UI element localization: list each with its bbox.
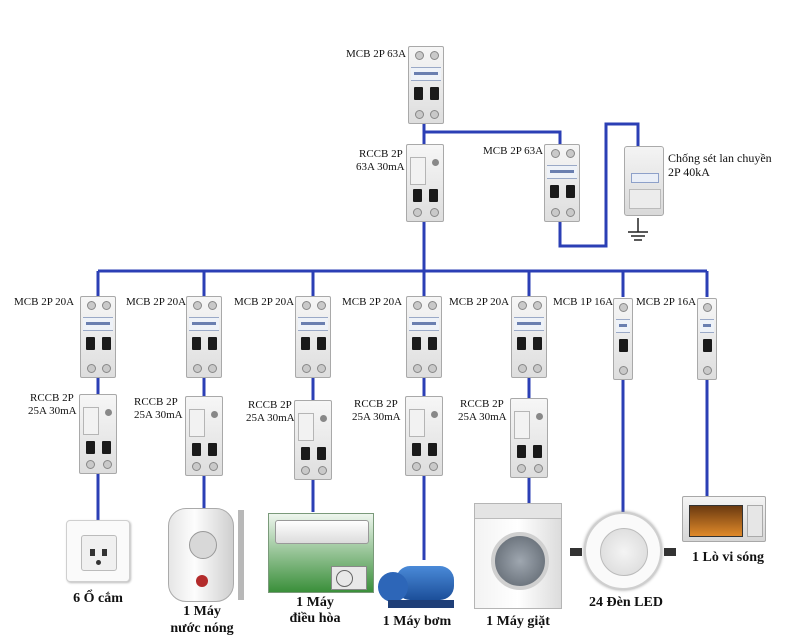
branch-2-rccb[interactable] xyxy=(185,396,223,476)
branch-5-rccb-label-1: RCCB 2P xyxy=(460,398,504,410)
led-light xyxy=(584,512,662,590)
branch-2-mcb-label: MCB 2P 20A xyxy=(126,296,187,308)
branch-4-rccb-label-1: RCCB 2P xyxy=(354,398,398,410)
branch-3-device-label-2: điều hòa xyxy=(289,611,341,626)
surge-protector[interactable] xyxy=(624,146,664,216)
branch-7-mcb[interactable] xyxy=(697,298,717,380)
branch-5-rccb[interactable] xyxy=(510,398,548,478)
wire-main-to-spd-mcb xyxy=(424,130,562,146)
main-rccb-breaker[interactable] xyxy=(406,144,444,222)
branch-4-mcb[interactable] xyxy=(406,296,442,378)
shower-pipe xyxy=(238,510,244,600)
branch-4-device-label: 1 Máy bơm xyxy=(382,614,452,629)
branch-3-device-label-1: 1 Máy xyxy=(296,595,334,610)
branch-1-rccb-label-2: 25A 30mA xyxy=(28,405,77,417)
branch-7-device-label: 1 Lò vi sóng xyxy=(692,550,764,565)
water-heater xyxy=(168,508,234,602)
main-rccb-label-2: 63A 30mA xyxy=(356,161,405,173)
branch-3-rccb-label-1: RCCB 2P xyxy=(248,399,292,411)
branch-1-mcb[interactable] xyxy=(80,296,116,378)
ac-outdoor-unit xyxy=(331,566,367,590)
spd-mcb-breaker[interactable] xyxy=(544,144,580,222)
microwave-panel xyxy=(747,505,763,537)
water-pump xyxy=(378,560,464,610)
spd-mcb-label: MCB 2P 63A xyxy=(483,145,544,157)
branch-6-mcb-label: MCB 1P 16A xyxy=(553,296,614,308)
air-conditioner xyxy=(268,513,374,593)
branch-4-mcb-label: MCB 2P 20A xyxy=(342,296,403,308)
branch-1-mcb-label: MCB 2P 20A xyxy=(14,296,75,308)
branch-5-mcb-label: MCB 2P 20A xyxy=(449,296,510,308)
branch-2-device-label-1: 1 Máy xyxy=(183,604,221,619)
main-mcb-breaker[interactable] xyxy=(408,46,444,124)
wire-spd xyxy=(558,122,640,248)
branch-1-rccb-label-1: RCCB 2P xyxy=(30,392,74,404)
branch-5-mcb[interactable] xyxy=(511,296,547,378)
branch-4-rccb-label-2: 25A 30mA xyxy=(352,411,401,423)
branch-6-mcb[interactable] xyxy=(613,298,633,380)
branch-2-device-label-2: nước nóng xyxy=(170,621,234,636)
branch-6-device-label: 24 Đèn LED xyxy=(589,595,663,610)
led-icon xyxy=(600,528,648,576)
branch-2-mcb[interactable] xyxy=(186,296,222,378)
surge-protector-window xyxy=(631,173,659,183)
spd-label-1: Chống sét lan chuyền xyxy=(668,151,772,165)
microwave xyxy=(682,496,766,542)
branch-2-rccb-label-2: 25A 30mA xyxy=(134,409,183,421)
branch-2-rccb-label-1: RCCB 2P xyxy=(134,396,178,408)
branch-3-mcb[interactable] xyxy=(295,296,331,378)
branch-5-rccb-label-2: 25A 30mA xyxy=(458,411,507,423)
branch-3-rccb-label-2: 25A 30mA xyxy=(246,412,295,424)
branch-3-mcb-label: MCB 2P 20A xyxy=(234,296,295,308)
spd-label-2: 2P 40kA xyxy=(668,165,710,179)
washer-door xyxy=(491,532,549,590)
branch-5-device-label: 1 Máy giặt xyxy=(486,614,550,629)
washing-machine xyxy=(474,503,562,609)
branch-3-rccb[interactable] xyxy=(294,400,332,480)
ac-indoor-unit xyxy=(275,520,369,544)
socket-outlet xyxy=(66,520,130,582)
branch-1-rccb[interactable] xyxy=(79,394,117,474)
ground-icon xyxy=(628,218,648,241)
branch-7-mcb-label: MCB 2P 16A xyxy=(636,296,697,308)
branch-4-rccb[interactable] xyxy=(405,396,443,476)
main-mcb-label: MCB 2P 63A xyxy=(346,48,407,60)
branch-1-device-label: 6 Ổ cắm xyxy=(73,591,123,606)
socket-icon xyxy=(81,535,117,571)
microwave-window xyxy=(689,505,743,537)
main-rccb-label-1: RCCB 2P xyxy=(359,148,403,160)
